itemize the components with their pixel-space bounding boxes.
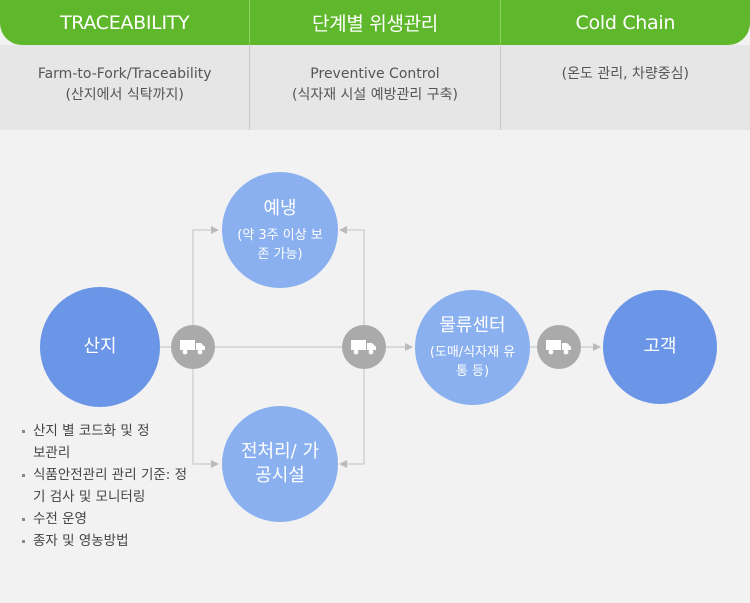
info-traceability-line2: (산지에서 식탁까지) [65,87,184,103]
connector-from-preprocessing [339,347,365,468]
header-tabs: TRACEABILITY 단계별 위생관리 Cold Chain [0,0,750,45]
truck-icon [342,325,386,369]
info-hygiene-line1: Preventive Control [310,66,440,82]
node-logistics: 물류센터 (도매/식자재 유통 등) [415,290,530,405]
origin-bullet-list: 산지 별 코드화 및 정보관리 식품안전관리 관리 기준: 정기 검사 및 모니… [22,420,222,552]
node-customer-title: 고객 [643,336,677,357]
node-customer: 고객 [603,290,717,404]
list-item: 수전 운영 [22,508,222,530]
connector-to-precooling [192,226,219,347]
node-precooling: 예냉 (약 3주 이상 보존 가능) [222,172,338,288]
info-cold-chain-line1: (온도 관리, 차량중심) [561,66,689,82]
info-row: Farm-to-Fork/Traceability (산지에서 식탁까지) Pr… [0,45,750,130]
tab-cold-chain[interactable]: Cold Chain [499,0,750,45]
info-hygiene: Preventive Control (식자재 시설 예방관리 구축) [249,45,499,130]
info-cold-chain: (온도 관리, 차량중심) [499,45,750,130]
node-logistics-sub: (도매/식자재 유통 등) [429,345,516,379]
node-preprocessing: 전처리/ 가공시설 [222,406,338,522]
node-preprocessing-title: 전처리/ 가공시설 [240,441,320,486]
node-precooling-sub: (약 3주 이상 보존 가능) [237,227,323,262]
tab-traceability[interactable]: TRACEABILITY [59,11,190,34]
info-traceability-line1: Farm-to-Fork/Traceability [37,66,212,82]
connector-from-precooling [339,226,365,347]
connector-to-preprocessing [192,347,219,468]
truck-icon [171,325,215,369]
list-item: 식품안전관리 관리 기준: 정기 검사 및 모니터링 [22,464,193,508]
truck-icon [537,325,581,369]
tab-hygiene-management[interactable]: 단계별 위생관리 [249,0,499,45]
node-origin: 산지 [40,287,160,407]
list-item: 종자 및 영농방법 [22,530,222,552]
info-traceability: Farm-to-Fork/Traceability (산지에서 식탁까지) [0,45,249,130]
info-hygiene-line2: (식자재 시설 예방관리 구축) [292,87,458,103]
node-origin-title: 산지 [83,336,117,357]
list-item: 산지 별 코드화 및 정보관리 [22,420,153,464]
node-precooling-title: 예냉 [263,197,297,219]
node-logistics-title: 물류센터 [439,315,506,336]
